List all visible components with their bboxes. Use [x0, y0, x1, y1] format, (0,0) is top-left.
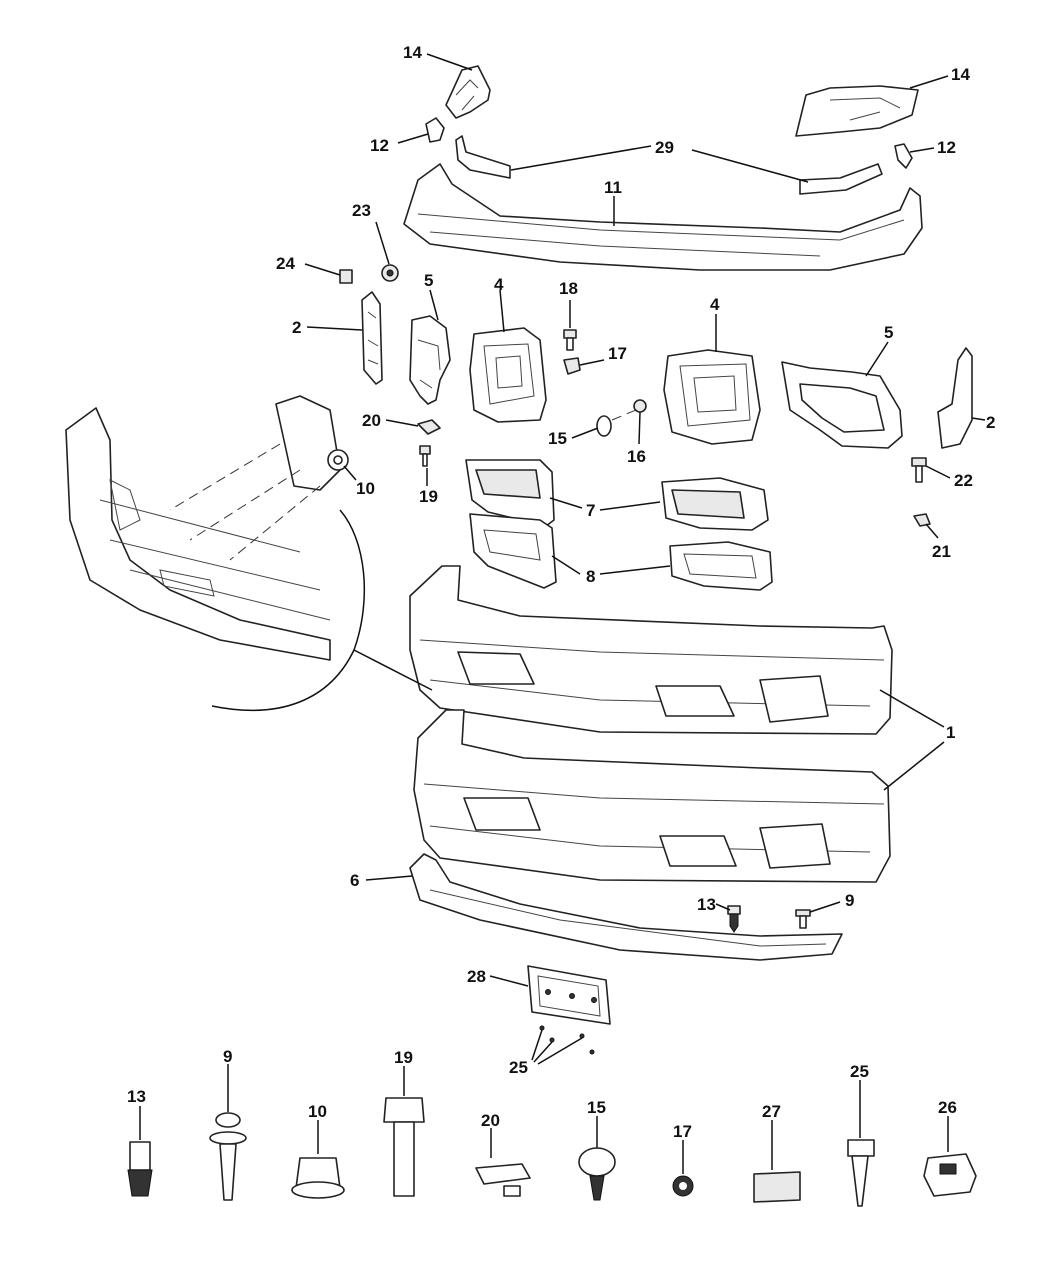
hw-17-nut [672, 1140, 694, 1197]
callout-24: 24 [276, 254, 295, 273]
part-9-push-pin [795, 901, 841, 929]
part-13-rivet [715, 903, 741, 933]
part-12-right-clip [894, 143, 935, 169]
callout-8: 8 [586, 567, 595, 586]
callout-21: 21 [932, 542, 951, 561]
part-11-upper-fascia [403, 163, 923, 271]
hw-27-pad [753, 1120, 801, 1203]
part-4-left-bracket [469, 289, 547, 423]
callout-26: 26 [938, 1098, 957, 1117]
hw-15-push-pin [578, 1116, 616, 1201]
part-23-nut [375, 221, 399, 282]
callout-29: 29 [655, 138, 674, 157]
callout-19: 19 [394, 1048, 413, 1067]
callout-27: 27 [762, 1102, 781, 1121]
callout-10: 10 [308, 1102, 327, 1121]
part-17-nut [563, 357, 605, 375]
hw-9-push-pin [209, 1064, 247, 1201]
callout-9: 9 [845, 891, 854, 910]
part-1-lower-bumper [413, 709, 945, 883]
callout-12: 12 [370, 136, 389, 155]
part-24-screw [304, 263, 353, 284]
hw-26-clip [923, 1116, 977, 1197]
callout-5: 5 [884, 323, 893, 342]
part-28-plate-bracket [489, 965, 611, 1025]
callout-1: 1 [946, 723, 955, 742]
callout-22: 22 [954, 471, 973, 490]
hw-19-bolt [383, 1066, 425, 1197]
part-4-right-bracket [663, 314, 761, 445]
part-22-bolt [911, 457, 951, 483]
hw-20-clip [475, 1128, 531, 1197]
callout-14: 14 [403, 43, 422, 62]
hw-13-rivet [127, 1106, 153, 1197]
callout-11: 11 [604, 178, 622, 197]
callout-2: 2 [292, 318, 301, 337]
part-1-upper-bumper [409, 565, 945, 735]
part-14-left-bracket [426, 53, 491, 119]
callout-16: 16 [627, 447, 646, 466]
callout-28: 28 [467, 967, 486, 986]
part-21-clip [913, 513, 939, 539]
inset-frame-detail [65, 395, 433, 712]
callout-2: 2 [986, 413, 995, 432]
part-5-right-bracket [781, 341, 903, 449]
part-19-bolt [419, 445, 431, 486]
callout-4: 4 [494, 275, 504, 294]
part-2-left-bracket [306, 291, 383, 385]
part-16-grommet [633, 399, 647, 445]
callout-5: 5 [424, 271, 433, 290]
part-2-right-bracket [937, 347, 986, 449]
part-29-trim [455, 135, 883, 195]
part-6-air-dam [365, 853, 843, 961]
callout-7: 7 [586, 501, 595, 520]
part-25-screws [531, 1025, 595, 1065]
callout-17: 17 [608, 344, 627, 363]
callout-19: 19 [419, 487, 438, 506]
callout-14: 14 [951, 65, 970, 84]
part-5-left-bracket [409, 289, 451, 405]
callout-25: 25 [850, 1062, 869, 1081]
part-8-fog-bezel [469, 513, 773, 591]
callout-12: 12 [937, 138, 956, 157]
hw-10-nut [291, 1120, 345, 1199]
callout-15: 15 [587, 1098, 606, 1117]
part-18-screw [563, 300, 577, 351]
part-14-right-cover [795, 75, 949, 137]
part-7-fog-grille [465, 459, 769, 531]
callout-13: 13 [697, 895, 716, 914]
callout-20: 20 [481, 1111, 500, 1130]
callout-labels: 14 14 12 12 29 11 23 24 5 4 18 4 5 2 17 … [127, 43, 995, 1141]
part-12-left-clip [397, 117, 445, 144]
callout-23: 23 [352, 201, 371, 220]
callout-9: 9 [223, 1047, 232, 1066]
callout-25: 25 [509, 1058, 528, 1077]
callout-17: 17 [673, 1122, 692, 1141]
callout-13: 13 [127, 1087, 146, 1106]
part-15-push-pin [571, 409, 637, 439]
callout-15: 15 [548, 429, 567, 448]
callout-20: 20 [362, 411, 381, 430]
callout-4: 4 [710, 295, 720, 314]
callout-18: 18 [559, 279, 578, 298]
hw-25-screw [847, 1080, 875, 1207]
callout-10: 10 [356, 479, 375, 498]
callout-6: 6 [350, 871, 359, 890]
part-20-clip [385, 419, 441, 435]
